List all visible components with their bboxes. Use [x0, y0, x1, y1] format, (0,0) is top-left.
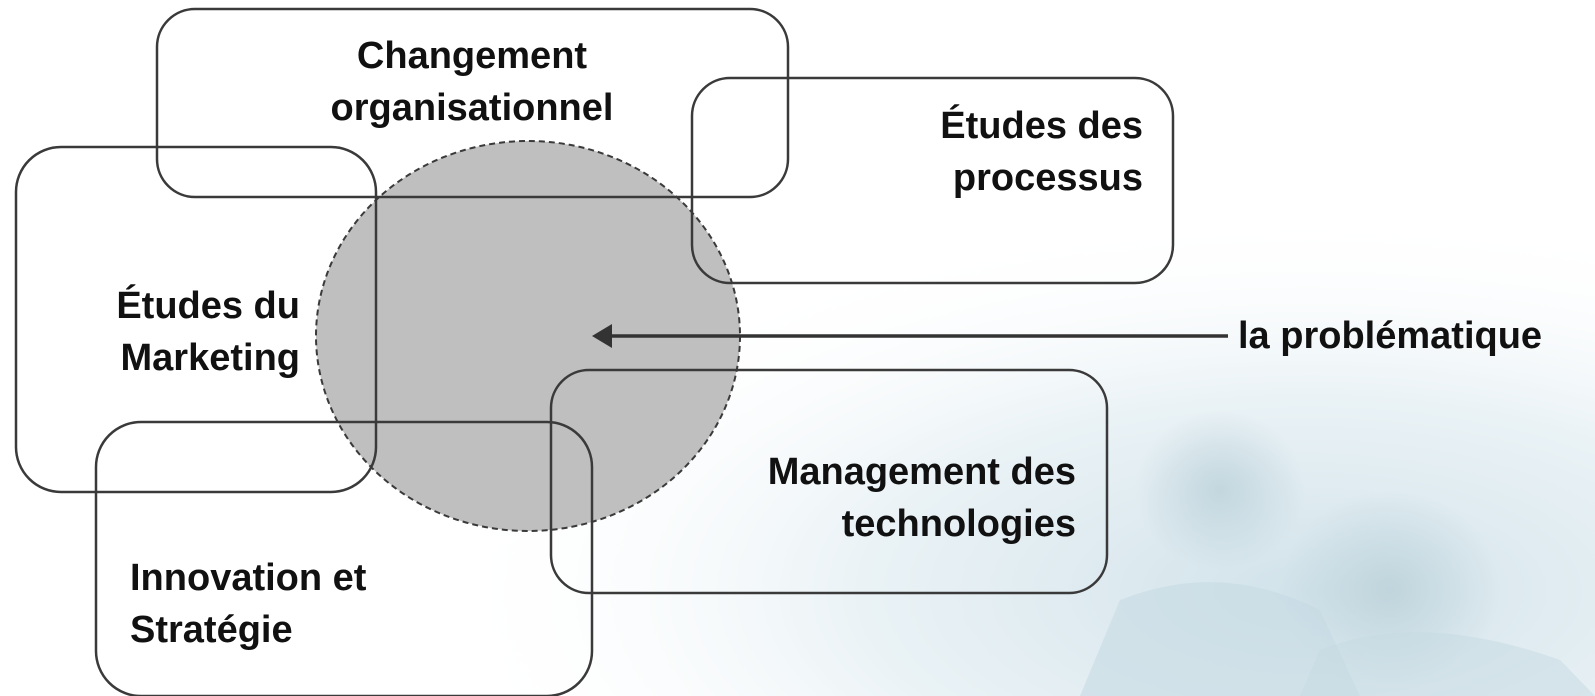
box-etudes-processus: [690, 76, 1175, 285]
label-management-line1: Management des: [768, 451, 1076, 493]
label-processus-line1: Études des: [940, 103, 1143, 147]
label-innovation-line2: Stratégie: [130, 609, 293, 651]
arrow-head-icon: [592, 324, 612, 348]
label-changement-line1: Changement: [357, 35, 587, 77]
label-problematique: la problématique: [1238, 315, 1542, 357]
label-changement-line2: organisationnel: [331, 87, 614, 129]
box-management-technologies: [549, 368, 1109, 595]
label-processus-line2: processus: [953, 157, 1143, 199]
label-marketing-line2: Marketing: [121, 337, 300, 379]
box-etudes-marketing: [14, 145, 378, 494]
label-innovation-line1: Innovation et: [130, 557, 367, 599]
label-management-line2: technologies: [842, 503, 1076, 545]
box-changement-organisationnel: [155, 7, 790, 199]
box-innovation-strategie: [94, 420, 594, 696]
label-marketing-line1: Études du: [116, 283, 300, 327]
